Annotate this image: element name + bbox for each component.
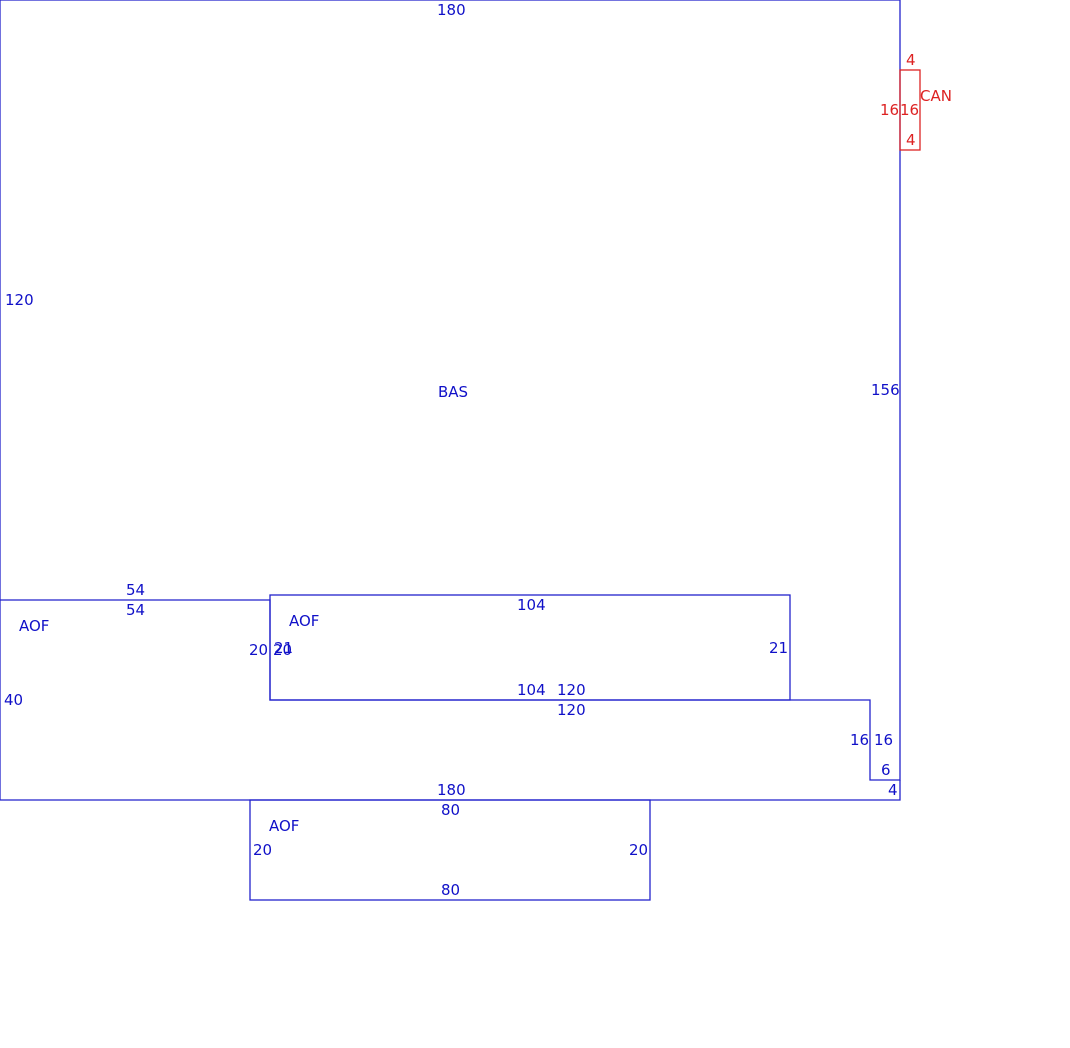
dim-aof-left-top-outer: 54 [126,581,145,599]
can-outline [899,69,921,151]
aof-bottom-label: AOF [269,817,299,835]
dim-can-left-b: 16 [900,101,919,119]
dim-can-bottom: 4 [906,131,916,149]
dim-aof-left-step-a: 20 [249,641,268,659]
dim-aof-bot-left: 20 [253,841,272,859]
dim-aof-bot-bottom: 80 [441,881,460,899]
dim-can-left-a: 16 [880,101,899,119]
dim-aof-mid-top: 104 [517,596,546,614]
aof-middle-outline [269,594,791,701]
dim-aof-left-step-b: 20 [273,641,292,659]
dim-bas-top: 180 [437,1,466,19]
dim-bas-right: 156 [871,381,900,399]
dim-aof-mid-left: 21 [274,639,293,657]
can-label: CAN [920,87,952,105]
dim-aof-left-left: 40 [4,691,23,709]
dim-bas-left: 120 [5,291,34,309]
dim-aof-bot-right: 20 [629,841,648,859]
bas-outline [0,0,901,781]
dim-notch-vertical-b: 16 [874,731,893,749]
dim-ledge-lower: 120 [557,701,586,719]
dim-bas-bottom: 180 [437,781,466,799]
dim-can-top: 4 [906,51,916,69]
aof-bottom-outline [249,799,651,901]
bas-label: BAS [438,383,468,401]
dim-aof-left-top-inner: 54 [126,601,145,619]
dim-aof-bot-top: 80 [441,801,460,819]
dim-bas-notch-bottom: 4 [888,781,898,799]
aof-middle-label: AOF [289,612,319,630]
dim-aof-mid-bottom: 104 [517,681,546,699]
dim-aof-mid-right: 21 [769,639,788,657]
dim-notch-vertical-a: 16 [850,731,869,749]
dim-ledge-upper: 120 [557,681,586,699]
aof-left-label: AOF [19,617,49,635]
dim-notch-small: 6 [881,761,891,779]
